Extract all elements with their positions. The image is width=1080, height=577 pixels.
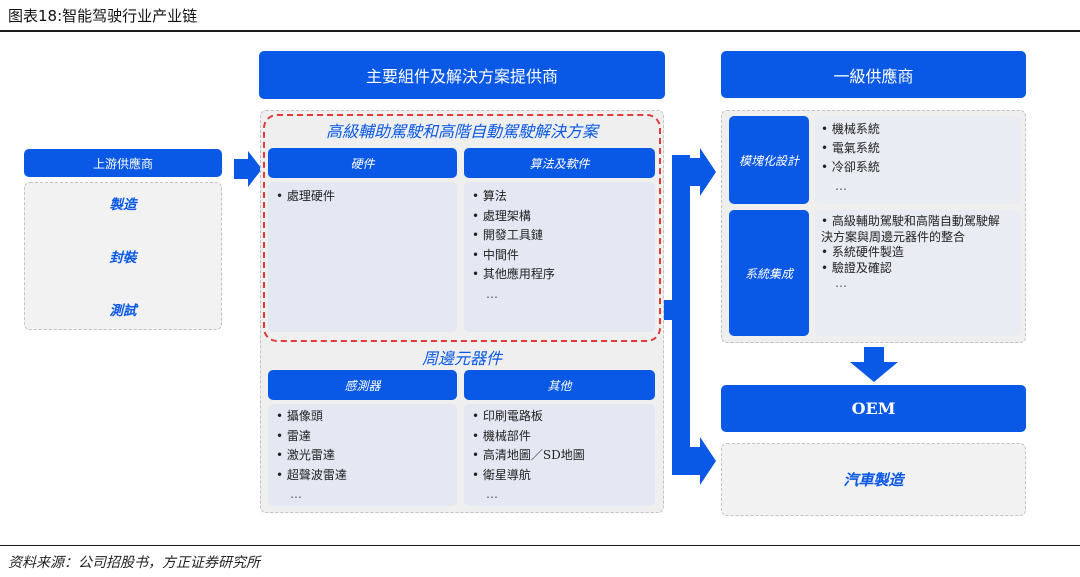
center-header: 主要組件及解決方案提供商: [259, 51, 665, 99]
oem-item-vehicle-manufacturing: 汽車製造: [843, 471, 904, 489]
upstream-header: 上游供應商: [24, 149, 222, 177]
upstream-arrow-icon: [234, 151, 262, 187]
list-item: 算法: [472, 187, 555, 207]
hardware-panel: [268, 182, 457, 332]
center-connector-bar: [672, 155, 690, 465]
upstream-item-testing: 測試: [109, 303, 137, 319]
list-item: 機械部件: [472, 427, 585, 447]
software-header: 算法及軟件: [464, 148, 655, 178]
adas-title: 高級輔助駕駛和高階自動駕駛解決方案: [325, 122, 598, 141]
list-item: 開發工具鏈: [472, 226, 555, 246]
upstream-item-packaging: 封裝: [109, 250, 137, 266]
modular-list: 機械系統 電氣系統 冷卻系統 …: [821, 120, 880, 196]
down-arrow-icon: [850, 347, 898, 382]
list-ellipsis: …: [835, 276, 847, 290]
list-ellipsis: …: [486, 286, 498, 301]
oem-header: OEM: [721, 385, 1026, 432]
others-list: 印刷電路板 機械部件 高清地圖／SD地圖 衛星導航 …: [472, 407, 585, 505]
list-item: 系統硬件製造: [821, 245, 1011, 261]
list-ellipsis: …: [290, 487, 302, 501]
list-item: 高級輔助駕駛和高階自動駕駛解決方案與周邊元器件的整合: [821, 214, 1011, 245]
list-ellipsis: …: [835, 179, 847, 193]
list-item: 衛星導航: [472, 466, 585, 486]
figure-title: 图表18:智能驾驶行业产业链: [8, 7, 198, 25]
sensors-list: 攝像頭 雷達 激光雷達 超聲波雷達 …: [276, 407, 347, 505]
list-item: 電氣系統: [821, 139, 880, 158]
list-item: 處理硬件: [276, 187, 335, 207]
list-item: 印刷電路板: [472, 407, 585, 427]
upstream-panel: [24, 182, 222, 330]
list-item: 雷達: [276, 427, 347, 447]
list-item: 激光雷達: [276, 446, 347, 466]
others-header: 其他: [464, 370, 655, 400]
list-ellipsis: …: [486, 487, 498, 501]
list-item: 機械系統: [821, 120, 880, 139]
tier1-header: 一級供應商: [721, 51, 1026, 98]
list-item: 高清地圖／SD地圖: [472, 446, 585, 466]
list-item: 冷卻系統: [821, 158, 880, 177]
adas-dashed-outline: [263, 114, 661, 342]
software-list: 算法 處理架構 開發工具鏈 中間件 其他應用程序 …: [472, 187, 555, 304]
list-item: 中間件: [472, 246, 555, 266]
oem-arrow-icon: [672, 437, 716, 485]
source-note: 资料来源：公司招股书，方正证券研究所: [8, 555, 260, 571]
upstream-item-manufacturing: 製造: [109, 197, 137, 213]
list-item: 處理架構: [472, 207, 555, 227]
list-item: 其他應用程序: [472, 265, 555, 285]
top-rule: [0, 30, 1080, 32]
hardware-list: 處理硬件: [276, 187, 335, 207]
sensors-header: 感測器: [268, 370, 457, 400]
modular-label: 模塊化設計: [729, 116, 809, 204]
oem-panel: [721, 443, 1026, 516]
list-item: 驗證及確認: [821, 261, 1011, 277]
bottom-rule: [0, 545, 1080, 546]
integration-label: 系統集成: [729, 210, 809, 336]
list-item: 超聲波雷達: [276, 466, 347, 486]
list-item: 攝像頭: [276, 407, 347, 427]
tier1-arrow-icon: [672, 148, 716, 196]
hardware-header: 硬件: [268, 148, 457, 178]
integration-list: 高級輔助駕駛和高階自動駕駛解決方案與周邊元器件的整合 系統硬件製造 驗證及確認 …: [821, 214, 1011, 292]
peripherals-title: 周邊元器件: [421, 349, 502, 368]
